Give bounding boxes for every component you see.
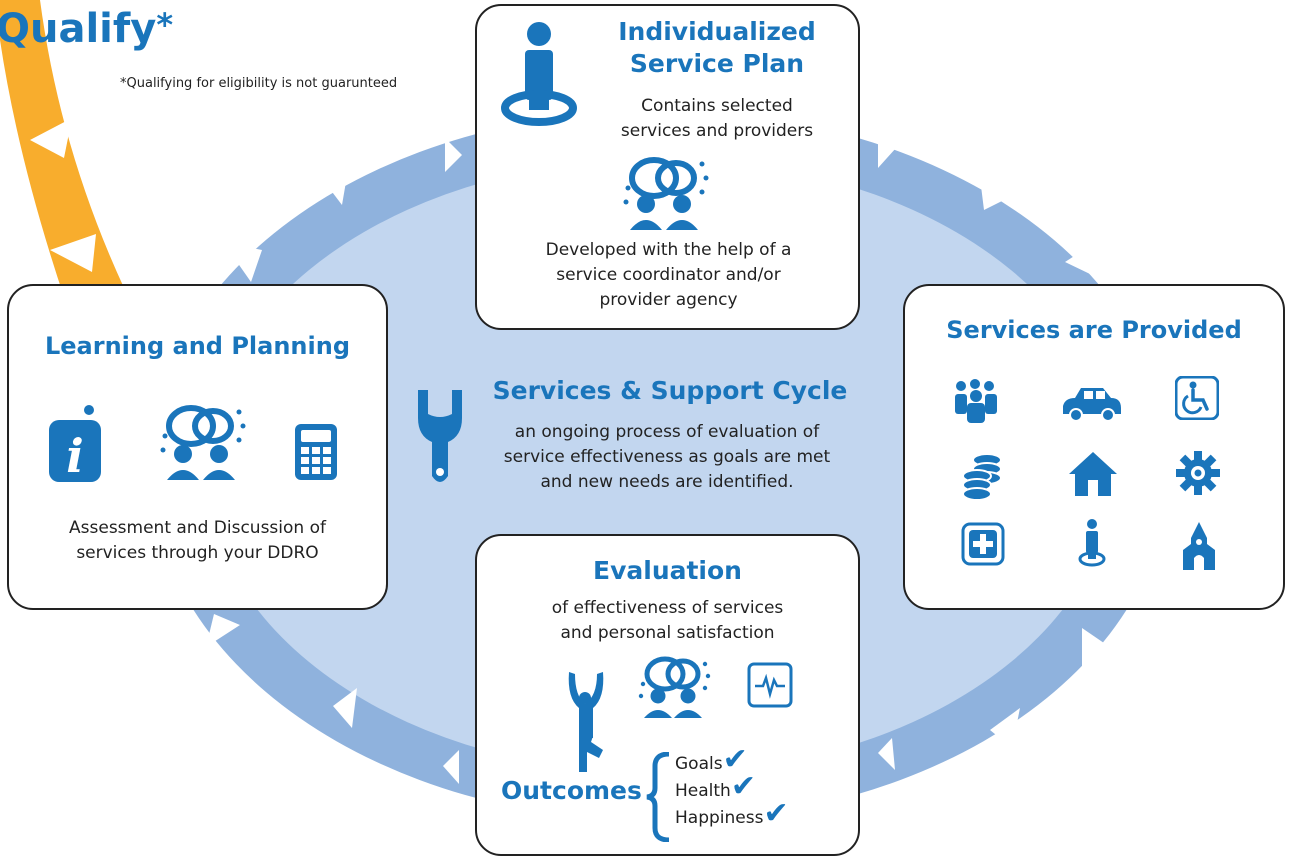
qualify-arrow-marker (50, 234, 96, 272)
qualify-title-text: Qualify (0, 6, 157, 52)
cycle-description: an ongoing process of evaluation of serv… (462, 420, 872, 495)
cycle-desc-line3: and new needs are identified. (540, 472, 794, 492)
outcomes-list: Goals✔ Health✔ Happiness✔ (675, 745, 789, 831)
conversation-icon (638, 656, 711, 718)
service-plan-desc-line2: services and providers (620, 121, 814, 141)
qualify-title: Qualify* (0, 6, 173, 52)
cycle-title: Services & Support Cycle (492, 376, 848, 405)
evaluation-description: of effectiveness of services and persona… (477, 596, 858, 646)
outcome-item-goals: Goals✔ (675, 745, 789, 777)
learning-desc-line1: Assessment and Discussion of (69, 518, 326, 538)
service-plan-title-line1: Individualized (618, 17, 816, 46)
outcome-happiness-label: Happiness (675, 808, 764, 828)
evaluation-card: Evaluation of effectiveness of services … (475, 534, 860, 856)
evaluation-desc-line1: of effectiveness of services (551, 598, 784, 618)
learning-planning-card: Learning and Planning i Assessment and D… (7, 284, 388, 610)
outcome-health-label: Health (675, 781, 731, 801)
cycle-arrow-marker (443, 750, 459, 784)
evaluation-desc-line2: and personal satisfaction (560, 623, 775, 643)
person-icon (1078, 519, 1106, 567)
group-icon (955, 379, 997, 423)
coins-icon (962, 453, 1002, 500)
service-plan-desc-line1: Contains selected (641, 96, 793, 116)
wrench-icon (418, 390, 462, 482)
outcome-goals-label: Goals (675, 754, 723, 774)
church-icon (1183, 522, 1215, 570)
qualify-note: *Qualifying for eligibility is not guaru… (120, 76, 398, 91)
gear-icon (1176, 451, 1220, 495)
service-plan-developed: Developed with the help of a service coo… (487, 238, 850, 313)
yoga-person-icon (568, 672, 604, 772)
services-provided-card: Services are Provided (903, 284, 1285, 610)
service-plan-dev-line3: provider agency (599, 290, 738, 310)
checkmark-icon: ✔ (722, 742, 748, 777)
outcome-item-happiness: Happiness✔ (675, 799, 789, 831)
cycle-arrow-marker (445, 138, 462, 172)
calculator-icon (295, 424, 337, 480)
outcome-item-health: Health✔ (675, 772, 789, 804)
services-provided-title: Services are Provided (946, 316, 1242, 344)
learning-planning-title: Learning and Planning (44, 332, 351, 360)
conversation-icon (623, 157, 709, 230)
service-plan-dev-line1: Developed with the help of a (545, 240, 792, 260)
home-icon (1069, 452, 1117, 496)
service-plan-card: Individualized Service Plan Contains sel… (475, 4, 860, 330)
evaluation-title: Evaluation (593, 556, 742, 585)
conversation-icon (160, 405, 246, 480)
info-icon: i (49, 405, 101, 483)
outcomes-brace (646, 752, 670, 842)
cycle-arrow-marker (980, 178, 1008, 210)
svg-text:i: i (66, 429, 83, 483)
outcomes-label: Outcomes (501, 776, 642, 805)
cycle-inner-area (205, 158, 1115, 774)
cycle-arrow-marker (990, 708, 1020, 748)
wheelchair-icon (1175, 376, 1219, 420)
person-on-target-icon (501, 22, 577, 126)
service-plan-title-line2: Service Plan (629, 49, 805, 78)
cycle-arrow-marker (206, 614, 240, 647)
checkmark-icon: ✔ (763, 796, 789, 831)
cycle-arrow-marker (878, 128, 896, 168)
qualify-arrow-marker (30, 118, 72, 158)
service-plan-dev-line2: service coordinator and/or (556, 265, 781, 285)
cycle-arrow-marker (223, 242, 262, 282)
medical-cross-icon (961, 522, 1005, 566)
cycle-arrow-marker (1065, 242, 1096, 274)
qualify-asterisk: * (156, 6, 174, 44)
cycle-arrow-marker (878, 738, 895, 770)
service-plan-title: Individualized Service Plan (587, 16, 847, 80)
checkmark-icon: ✔ (730, 769, 756, 804)
cycle-arrow-marker (320, 170, 348, 205)
service-plan-description: Contains selected services and providers (587, 94, 847, 144)
learning-desc-line2: services through your DDRO (76, 543, 319, 563)
learning-planning-description: Assessment and Discussion of services th… (9, 516, 386, 566)
cycle-desc-line2: service effectiveness as goals are met (503, 447, 831, 467)
heart-monitor-icon (747, 662, 793, 708)
cycle-desc-line1: an ongoing process of evaluation of (514, 422, 820, 442)
cycle-arrow-marker (1082, 628, 1120, 678)
cycle-arrow-marker (333, 688, 357, 728)
car-icon (1063, 388, 1121, 422)
